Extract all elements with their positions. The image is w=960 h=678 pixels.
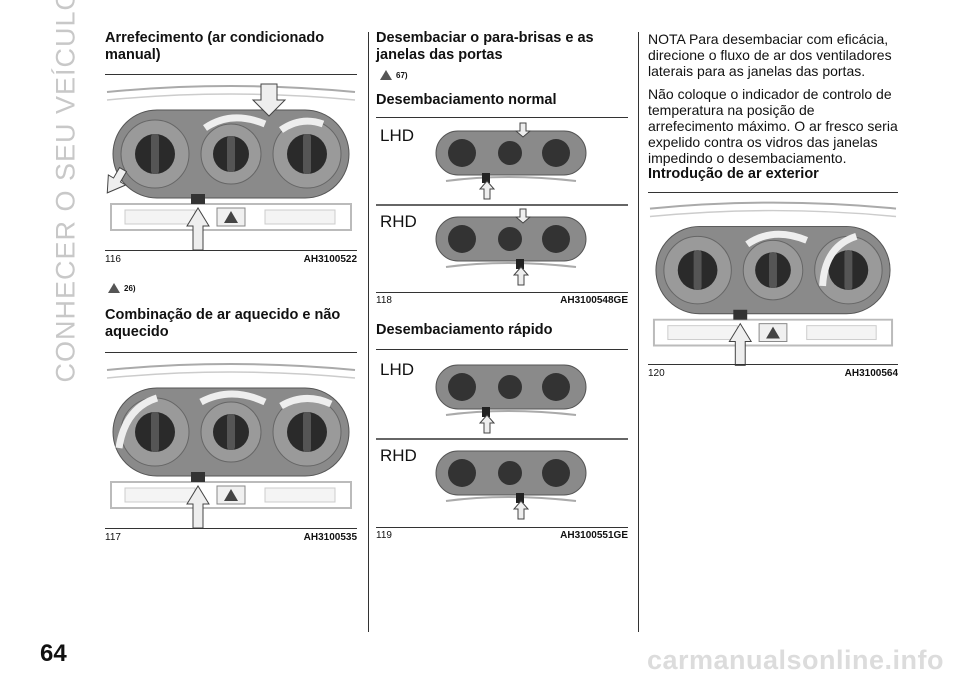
- arrow-icon: [478, 414, 496, 434]
- heading-combination: Combinação de ar aquecido e não aquecido: [105, 307, 341, 340]
- arrow-icon: [106, 166, 128, 194]
- figure-number: 117: [105, 532, 121, 543]
- arrow-icon: [512, 500, 530, 520]
- arrow-icon: [478, 180, 496, 200]
- figure-116: 116 AH3100522: [105, 72, 357, 272]
- arrow-icon: [728, 322, 753, 366]
- arrow-icon: [512, 266, 530, 286]
- figure-code: AH3100564: [844, 368, 898, 379]
- climate-panel-illustration: [106, 363, 356, 528]
- heading-cooling: Arrefecimento (ar condicionado manual): [105, 30, 325, 63]
- figure-number: 116: [105, 254, 121, 265]
- figure-120: 120 AH3100564: [648, 190, 898, 390]
- lhd-label: LHD: [380, 360, 414, 379]
- column-divider: [638, 32, 639, 632]
- warning-reference[interactable]: 26): [108, 283, 136, 293]
- heading-quick-defog: Desembaciamento rápido: [376, 322, 553, 338]
- figure-118: LHD RHD 118 AH3100548GE: [376, 115, 628, 306]
- rhd-label: RHD: [380, 212, 417, 231]
- climate-panel-illustration: [106, 83, 356, 250]
- heading-outside-air: Introdução de ar exterior: [648, 166, 819, 182]
- arrow-icon: [251, 83, 287, 117]
- figure-code: AH3100548GE: [560, 295, 628, 306]
- figure-number: 120: [648, 368, 665, 379]
- arrow-icon: [186, 485, 210, 528]
- lhd-rhd-illustration: LHD RHD: [376, 122, 628, 286]
- climate-panel-illustration: [649, 201, 897, 366]
- arrow-icon: [186, 207, 210, 250]
- figure-number: 119: [376, 530, 392, 541]
- lhd-label: LHD: [380, 126, 414, 145]
- column-divider: [368, 32, 369, 632]
- rhd-label: RHD: [380, 446, 417, 465]
- side-section-title: CONHECER O SEU VEÍCULO: [50, 0, 81, 383]
- warning-triangle-icon: [108, 283, 120, 293]
- warning-triangle-icon: [380, 70, 392, 80]
- body-paragraph: Não coloque o indicador de controlo de t…: [648, 86, 898, 166]
- figure-119: LHD RHD 119 AH3100551GE: [376, 347, 628, 547]
- figure-code: AH3100535: [303, 532, 357, 543]
- note-paragraph: NOTA Para desembaciar com eficácia, dire…: [648, 31, 892, 79]
- warning-reference[interactable]: 67): [380, 70, 408, 80]
- heading-defog: Desembaciar o para-brisas e as janelas d…: [376, 30, 594, 63]
- watermark: carmanualsonline.info: [646, 645, 944, 675]
- lhd-rhd-illustration: LHD RHD: [376, 360, 628, 520]
- page-number: 64: [40, 640, 67, 667]
- figure-code: AH3100522: [303, 254, 357, 265]
- figure-number: 118: [376, 295, 392, 306]
- heading-normal-defog: Desembaciamento normal: [376, 92, 557, 108]
- figure-code: AH3100551GE: [560, 530, 628, 541]
- figure-117: 117 AH3100535: [105, 350, 357, 550]
